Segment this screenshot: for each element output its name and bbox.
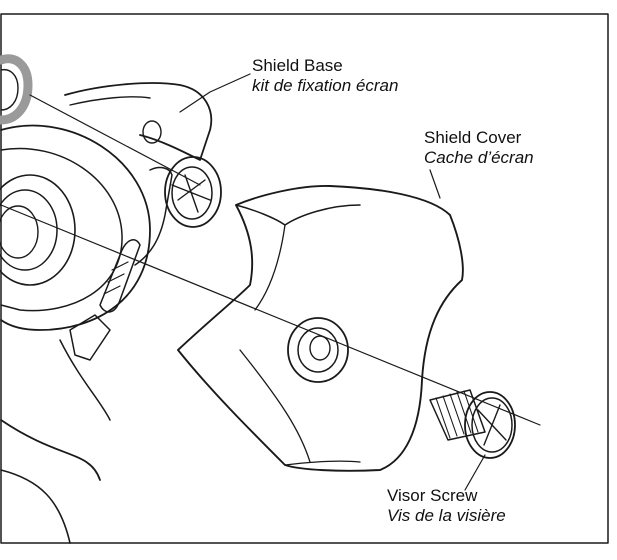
- shield-cover-label-fr: Cache d’écran: [424, 148, 534, 167]
- visor-screw-leader: [464, 454, 486, 491]
- shield-cover-label-en: Shield Cover: [424, 128, 522, 147]
- visor-screw-label: Visor Screw Vis de la visière: [387, 486, 506, 526]
- assembly-axis-line: [0, 204, 541, 426]
- helmet-side-icon: [0, 54, 222, 544]
- visor-screw-icon: [429, 389, 516, 459]
- shield-base-leader: [179, 73, 251, 113]
- shield-cover-label: Shield Cover Cache d’écran: [424, 128, 534, 168]
- shield-base-label: Shield Base kit de fixation écran: [252, 56, 398, 96]
- visor-screw-label-fr: Vis de la visière: [387, 506, 506, 525]
- shield-base-label-en: Shield Base: [252, 56, 343, 75]
- hinge-axis-line: [29, 94, 201, 186]
- shield-base-label-fr: kit de fixation écran: [252, 76, 399, 95]
- visor-screw-label-en: Visor Screw: [387, 486, 478, 505]
- diagram-frame: [0, 13, 609, 544]
- shield-cover-part: [177, 185, 464, 472]
- shield-cover-leader: [429, 169, 441, 199]
